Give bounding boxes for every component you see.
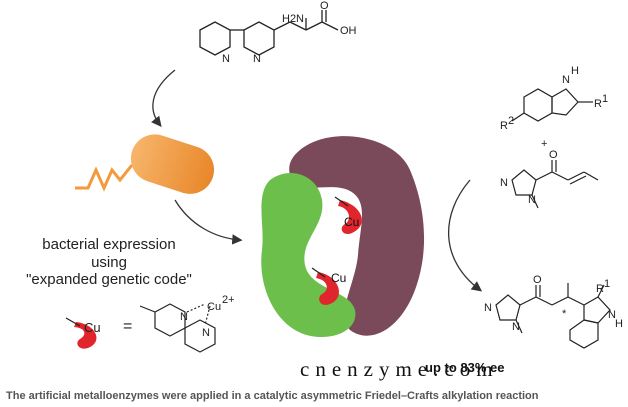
equals-sign: = [123, 318, 133, 335]
imidazole-enone-reactant [511, 160, 599, 209]
arrow-to-product [448, 179, 483, 292]
complex-charge-label: 2+ [222, 294, 235, 306]
indole-r2-label: R [500, 120, 508, 132]
carbonyl-o-label: O [320, 0, 329, 12]
indole-r2-sup: 2 [508, 115, 514, 127]
arrow-to-bacterium [151, 69, 176, 128]
cu-label-lower: Cu [331, 271, 346, 285]
expanded-genetic-code-label: "expanded genetic code" [26, 271, 192, 288]
complex-n-label-2: N [202, 327, 210, 339]
protein-purple-domain [289, 136, 425, 336]
copper-site-upper [334, 196, 362, 235]
product-n-label-2: N [512, 321, 520, 333]
copper-icon-legend [65, 317, 97, 349]
product-nh-h-label: H [615, 318, 623, 330]
enantioselectivity-note: up to 83% ee [425, 360, 505, 375]
protein-green-domain [261, 172, 356, 338]
enone-n-label-2: N [528, 194, 536, 206]
plus-sign: + [541, 138, 547, 150]
pyridine-n-label: N [222, 53, 230, 65]
using-label: using [91, 254, 127, 271]
complex-cu-label: Cu [207, 301, 221, 313]
enone-n-label: N [500, 177, 508, 189]
watermark: cnenzyme.com [300, 357, 499, 381]
indole-reactant [511, 88, 593, 122]
product-r1-label: R [596, 283, 604, 295]
product-o-label: O [533, 274, 542, 286]
amine-label: H2N [282, 13, 304, 25]
product-n-label: N [484, 302, 492, 314]
pyridine-n-label-2: N [253, 53, 261, 65]
indole-n-label: N [562, 74, 570, 86]
indole-h-label: H [571, 65, 579, 77]
indole-r1-sup: 1 [602, 93, 608, 105]
copper-site-lower [311, 267, 340, 305]
bipyridyl-alanine-structure [199, 10, 339, 56]
product-r1-sup: 1 [604, 278, 610, 290]
friedel-crafts-product [495, 283, 611, 349]
legend-cu-label: Cu [84, 320, 101, 335]
complex-n-label-1: N [180, 311, 188, 323]
cu-label-upper: Cu [344, 215, 359, 229]
arrow-to-protein [174, 199, 243, 245]
figure-caption: The artificial metalloenzymes were appli… [6, 390, 539, 402]
bacterial-expression-label: bacterial expression [42, 236, 176, 253]
hydroxyl-label: OH [340, 25, 357, 37]
bipyridine-copper-complex [139, 303, 216, 353]
bacterium [75, 134, 215, 194]
indole-r1-label: R [594, 98, 602, 110]
stereocenter-star: * [562, 308, 567, 320]
enone-o-label: O [549, 149, 558, 161]
product-nh-n-label: N [608, 309, 616, 321]
